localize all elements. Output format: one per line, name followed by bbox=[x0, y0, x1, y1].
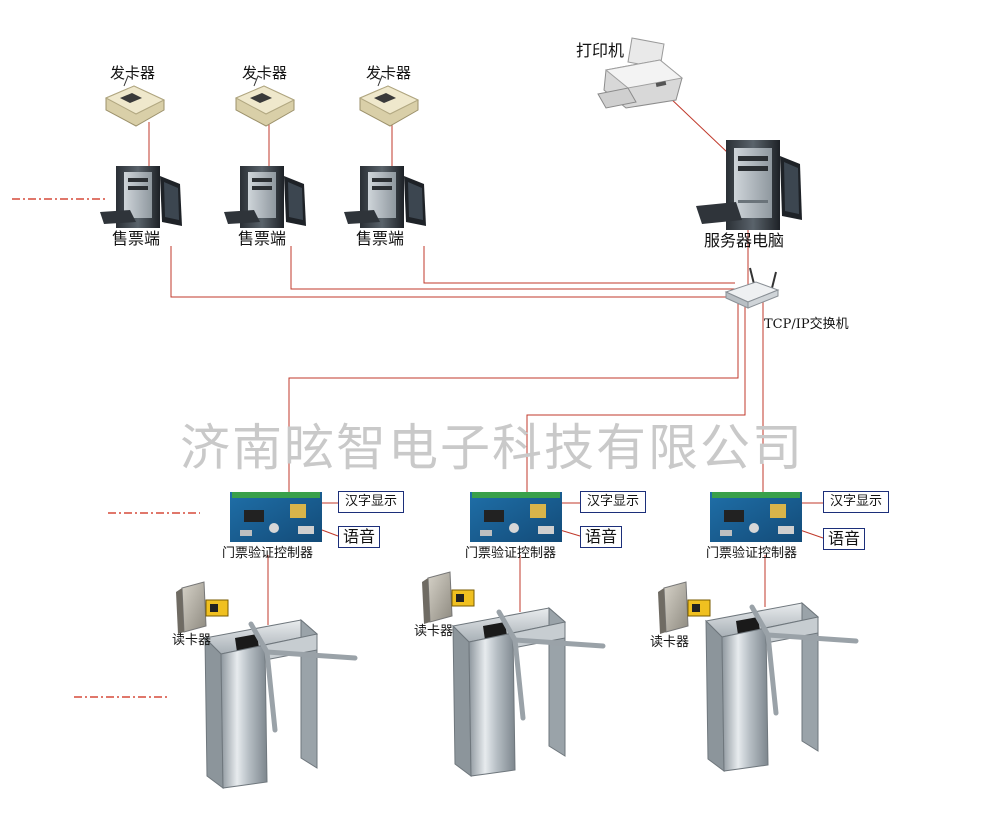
voice-box-2: 语音 bbox=[580, 526, 623, 548]
chinese-display-box-2: 汉字显示 bbox=[580, 491, 647, 513]
ticket-terminal-label-2: 售票端 bbox=[238, 229, 287, 248]
voice-box-1: 语音 bbox=[338, 526, 381, 548]
card-reader-label-3: 读卡器 bbox=[650, 635, 690, 650]
desktop-computer-icon bbox=[344, 166, 426, 228]
tripod-turnstile-icon bbox=[451, 606, 606, 778]
ticket-terminal-label-1: 售票端 bbox=[112, 229, 161, 248]
cable-controller2-voice bbox=[559, 529, 581, 537]
cable-controller3-voice bbox=[799, 529, 824, 539]
controller-label-1: 门票验证控制器 bbox=[222, 546, 314, 561]
card-issuer-icon bbox=[234, 75, 296, 127]
cable-switch-controller2 bbox=[526, 300, 746, 495]
desktop-computer-icon bbox=[100, 166, 182, 228]
controller-label-2: 门票验证控制器 bbox=[465, 546, 557, 561]
network-switch-icon bbox=[724, 267, 780, 309]
controller-label-3: 门票验证控制器 bbox=[706, 546, 798, 561]
card-issuer-label-1: 发卡器 bbox=[110, 64, 156, 82]
chinese-display-box-1: 汉字显示 bbox=[338, 491, 405, 513]
card-reader-icon bbox=[422, 571, 475, 624]
card-reader-icon bbox=[658, 581, 711, 634]
circuit-board-icon bbox=[470, 492, 562, 542]
tripod-turnstile-icon bbox=[704, 601, 859, 773]
chinese-display-box-3: 汉字显示 bbox=[823, 491, 890, 513]
card-issuer-icon bbox=[358, 75, 420, 127]
card-reader-label-2: 读卡器 bbox=[414, 624, 454, 639]
card-reader-icon bbox=[176, 581, 229, 634]
printer-icon bbox=[597, 37, 684, 109]
voice-box-3: 语音 bbox=[823, 528, 866, 550]
circuit-board-icon bbox=[710, 492, 802, 542]
cable-terminal1-switch bbox=[170, 246, 735, 298]
cable-switch-controller1 bbox=[288, 300, 739, 495]
continuation-lines bbox=[12, 198, 200, 698]
server-label: 服务器电脑 bbox=[704, 231, 785, 250]
card-issuer-label-2: 发卡器 bbox=[242, 64, 288, 82]
circuit-board-icon bbox=[230, 492, 322, 542]
desktop-computer-icon bbox=[696, 140, 802, 230]
switch-label: TCP/IP交换机 bbox=[764, 317, 849, 332]
cable-controller1-voice bbox=[321, 529, 339, 537]
card-issuer-label-3: 发卡器 bbox=[366, 64, 412, 82]
card-issuer-icon bbox=[104, 75, 166, 127]
cable-terminal2-switch bbox=[290, 246, 735, 290]
ticket-terminal-label-3: 售票端 bbox=[356, 229, 405, 248]
printer-label: 打印机 bbox=[576, 41, 625, 60]
cable-printer-server bbox=[667, 95, 729, 154]
cable-terminal3-switch bbox=[423, 246, 735, 284]
card-reader-label-1: 读卡器 bbox=[172, 633, 212, 648]
tripod-turnstile-icon bbox=[203, 618, 358, 790]
cables bbox=[148, 95, 824, 625]
desktop-computer-icon bbox=[224, 166, 306, 228]
